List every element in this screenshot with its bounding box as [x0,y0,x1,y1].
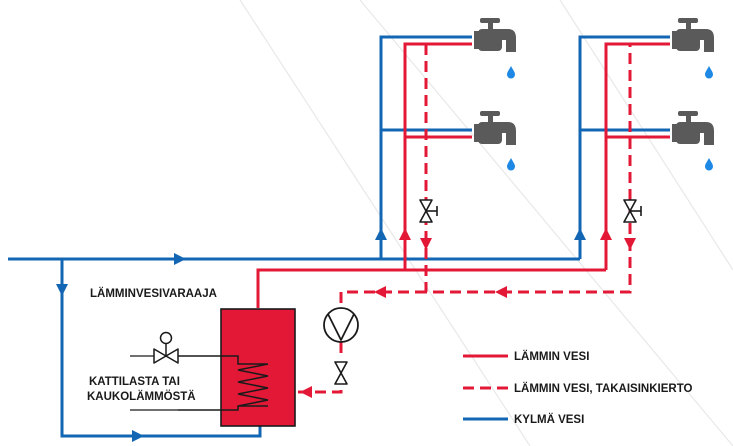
heat-coil-icon [178,355,269,411]
faucet-icon [474,18,516,52]
background-watermark [239,0,733,446]
water-drop-icon [705,66,713,79]
valve-icon [623,199,642,223]
faucet-icon [474,111,516,145]
circulation-arrows [300,238,636,398]
water-drop-icon [507,66,515,79]
hot-water-pipes [256,42,670,308]
valve-icon [334,361,348,385]
heat-source-label-line1: KATTILASTA TAI [89,376,180,388]
valve-icon [419,199,438,223]
water-heater-tank [220,308,296,427]
faucet-icon [672,111,714,145]
tank-label: LÄMMINVESIVARAAJA [90,287,217,300]
pump-icon [323,307,359,343]
water-drop-icon [705,158,713,171]
circulation-pipes [296,44,632,394]
valve-icon [153,331,179,364]
heat-source-label-line2: KAUKOLÄMMÖSTÄ [87,390,196,403]
legend-cold-label: KYLMÄ VESI [514,413,584,426]
legend-hot-label: LÄMMIN VESI [514,350,589,363]
legend-circulation-label: LÄMMIN VESI, TAKAISINKIERTO [514,382,693,395]
water-drop-icon [507,158,515,171]
cold-water-arrows [56,228,586,442]
hot-water-arrows [399,228,612,240]
faucet-icon [672,18,714,52]
legend: LÄMMIN VESI LÄMMIN VESI, TAKAISINKIERTO … [463,350,693,426]
